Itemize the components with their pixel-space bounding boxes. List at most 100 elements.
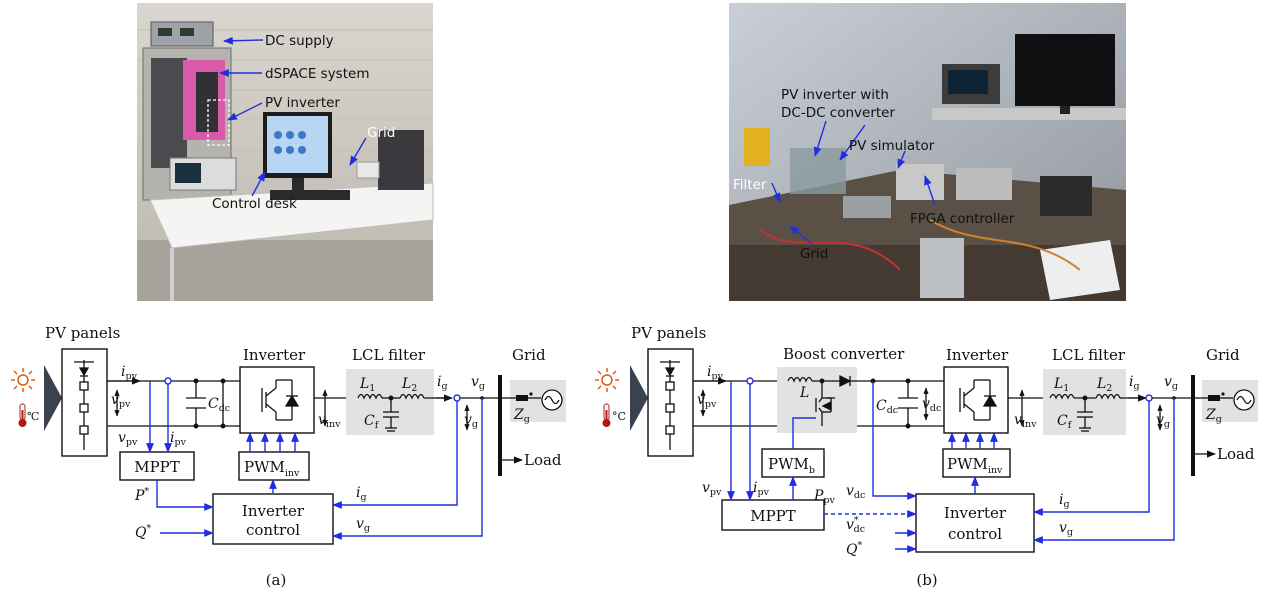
vdc-label-b: vdc — [922, 396, 941, 414]
pstar-label-a: P* — [134, 486, 149, 504]
thermometer-icon — [18, 403, 27, 427]
vg-label-b1: vg — [1164, 374, 1178, 392]
inverter-control-block-b — [915, 493, 1035, 553]
grid-current-sensor-a — [453, 394, 461, 402]
pv-simulator-label: PV simulator — [849, 138, 935, 154]
vpv-signal-label-b: vpv — [702, 480, 722, 498]
inverter-box-b — [943, 366, 1009, 434]
vg-label-b2: vg — [1156, 412, 1170, 430]
caption-b: (b) — [916, 571, 937, 589]
irradiance-arrow-a — [44, 365, 62, 431]
grid-title-b: Grid — [1206, 346, 1240, 364]
pwm-inv-block-a — [238, 451, 310, 481]
load-label-a: Load — [524, 451, 562, 469]
vdc-signal-label-b: vdc — [846, 483, 865, 501]
grid-current-sensor-b — [1145, 394, 1153, 402]
cf-label-a: Cf — [364, 413, 380, 431]
pwm-inv-label-a: PWMinv — [244, 458, 300, 479]
ipv-label-b: ipv — [707, 364, 724, 382]
lab-photo-a: DC supply dSPACE system PV inverter Grid… — [137, 3, 434, 301]
signal-wires-a — [146, 381, 483, 540]
boost-background-b — [777, 367, 857, 433]
vg-label-a2: vg — [464, 412, 478, 430]
ipv-signal-label-b: ipv — [753, 480, 770, 498]
lcl-filter-title-b: LCL filter — [1052, 346, 1126, 364]
vpv-label-b: vpv — [697, 392, 717, 410]
signal-wires-b — [727, 381, 1175, 553]
grid-photo-label-b: Grid — [800, 246, 828, 262]
inverter-control-label-b2: control — [948, 525, 1002, 543]
qstar-label-a: Q* — [135, 523, 151, 541]
pv-inverter-dcdc-label-1: PV inverter with — [781, 87, 889, 103]
boost-circuit-b — [787, 374, 944, 426]
temperature-unit-a: ℃ — [27, 410, 39, 423]
inverter-box-a — [239, 366, 315, 434]
pv-current-sensor-b — [746, 377, 754, 385]
inverter-control-label-a2: control — [246, 521, 300, 539]
l1-label-a: L1 — [359, 376, 375, 394]
vg-label-a1: vg — [471, 374, 485, 392]
irradiance-arrow-b — [630, 365, 648, 431]
sun-icon-b — [595, 368, 619, 392]
ppv-label-b: Ppv — [813, 488, 836, 506]
caption-a: (a) — [266, 571, 287, 589]
igbt-symbol-a — [261, 379, 300, 421]
l1-label-b: L1 — [1053, 376, 1069, 394]
boost-title-b: Boost converter — [783, 345, 905, 363]
grid-title-a: Grid — [512, 346, 546, 364]
cdc-label-a: Cdc — [208, 396, 230, 414]
dc-supply-label: DC supply — [265, 33, 334, 49]
inverter-title-b: Inverter — [946, 346, 1009, 364]
pv-inverter-label: PV inverter — [265, 95, 340, 111]
cdc-label-b: Cdc — [876, 398, 898, 416]
vinv-label-a: vinv — [318, 412, 341, 430]
pv-panels-title-b: PV panels — [631, 324, 706, 342]
zg-label-b: Zg — [1205, 407, 1222, 425]
diagram-b: °C PV panels ipv vpv Boost converter — [595, 324, 1258, 589]
inverter-title-a: Inverter — [243, 346, 306, 364]
thermometer-icon-b — [602, 403, 611, 427]
load-label-b: Load — [1217, 445, 1255, 463]
fpga-controller-label: FPGA controller — [910, 211, 1015, 227]
mppt-label-b: MPPT — [750, 507, 796, 525]
pv-current-sensor-a — [164, 377, 172, 385]
l2-label-a: L2 — [401, 376, 417, 394]
qstar-label-b: Q* — [846, 540, 862, 558]
pwm-inv-label-b: PWMinv — [947, 455, 1003, 476]
ipv-label-a: ipv — [121, 364, 138, 382]
ig-signal-label-a: ig — [356, 485, 367, 503]
vg-signal-label-b: vg — [1059, 520, 1073, 538]
diagram-a: ℃ PV panels ipv vp — [11, 324, 566, 589]
ig-signal-label-b: ig — [1059, 492, 1070, 510]
l2-label-b: L2 — [1096, 376, 1112, 394]
ipv-signal-label-a: ipv — [170, 430, 187, 448]
lcl-filter-background-a — [346, 369, 434, 435]
inverter-control-label-b1: Inverter — [944, 504, 1007, 522]
filter-photo-label: Filter — [733, 177, 767, 193]
vpv-label-a: vpv — [111, 392, 131, 410]
cf-label-b: Cf — [1057, 413, 1073, 431]
vpv-signal-label-a: vpv — [118, 430, 138, 448]
zg-label-a: Zg — [513, 407, 530, 425]
pv-panels-title-a: PV panels — [45, 324, 120, 342]
dspace-system-label: dSPACE system — [265, 66, 369, 82]
control-desk-label: Control desk — [212, 196, 297, 212]
pwm-b-label-b: PWMb — [768, 455, 815, 476]
pv-inverter-dcdc-label-2: DC-DC converter — [781, 105, 895, 121]
l-label-b: L — [799, 385, 809, 401]
mppt-label-a: MPPT — [134, 458, 180, 476]
ig-label-a: ig — [437, 374, 448, 392]
igbt-symbol-b — [959, 379, 998, 421]
lcl-filter-title-a: LCL filter — [352, 346, 426, 364]
pwm-inv-block-b — [942, 448, 1011, 478]
grid-photo-label-a: Grid — [367, 125, 395, 141]
mppt-block-b — [721, 499, 825, 531]
ig-label-b: ig — [1129, 374, 1140, 392]
vinv-label-b: vinv — [1014, 412, 1037, 430]
lab-photo-b: PV inverter with DC-DC converter Filter … — [729, 3, 1126, 301]
vg-signal-label-a: vg — [356, 516, 370, 534]
vdc-star-label-b: v*dc — [846, 515, 865, 535]
temperature-unit-b: °C — [612, 410, 626, 423]
inverter-control-label-a1: Inverter — [242, 502, 305, 520]
